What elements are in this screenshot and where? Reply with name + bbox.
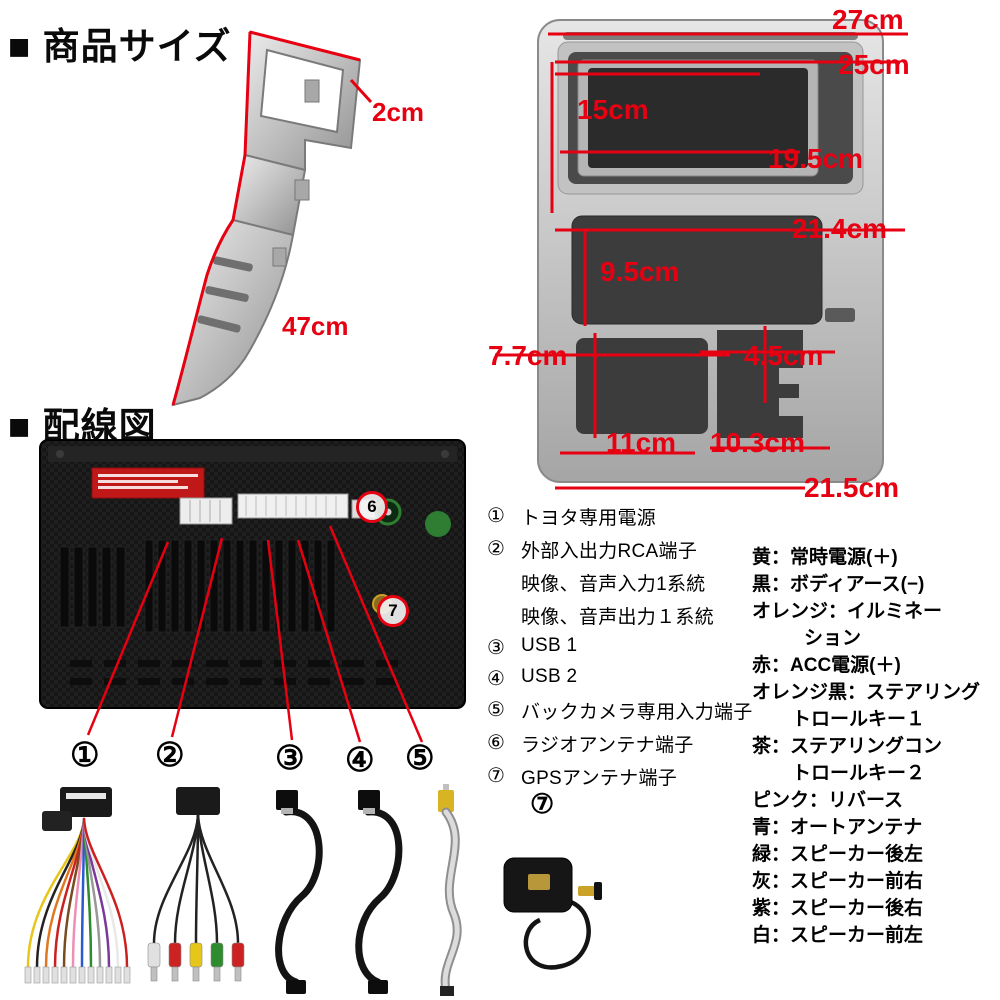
gps-antenna-photo (478, 838, 608, 998)
rca-harness-photo (142, 785, 250, 998)
dimension-lines (495, 32, 908, 490)
legend-line: オレンジ黒：ステアリング (752, 682, 981, 703)
power-connector (179, 497, 233, 525)
wire-color-legend: 黄：常時電源(＋) 黒：ボディアース(−) オレンジ：イルミネー ション 赤：A… (752, 544, 1000, 949)
legend-line: 茶：ステアリングコン (752, 736, 943, 757)
antenna-cable-photo (412, 782, 490, 998)
legend-line: トロールキー２ (792, 763, 926, 784)
radio-jack-badge: 6 (356, 491, 388, 523)
list-item: 映像、音声出力１系統 (521, 607, 715, 628)
size-section-title: ■ 商品サイズ (8, 26, 232, 67)
callout-4: ④ (345, 741, 375, 778)
panel-front-view-photo (485, 8, 915, 503)
legend-line: オレンジ：イルミネー (752, 601, 943, 622)
power-harness-photo (22, 785, 140, 998)
dim-side-edge: 2cm (372, 97, 425, 127)
dim-inner-width: 25cm (838, 49, 910, 80)
legend-line: トロールキー１ (792, 709, 926, 730)
legend-line: ション (804, 628, 862, 649)
legend-line: 灰：スピーカー前右 (752, 871, 924, 892)
dim-lower-left-height: 7.7cm (488, 340, 568, 371)
dim-screen-width: 15cm (577, 94, 649, 125)
gps-photo-number: ⑦ (530, 789, 555, 819)
dim-mid-width: 21.4cm (792, 213, 887, 244)
dim-side-length: 47cm (282, 311, 349, 341)
green-sticker (425, 511, 451, 537)
list-item: 映像、音声入力1系統 (521, 574, 706, 595)
callout-1: ① (70, 736, 100, 773)
dim-bottom-width: 21.5cm (804, 472, 899, 503)
legend-line: 赤：ACC電源(＋) (752, 655, 901, 676)
dim-mid-height: 9.5cm (600, 256, 680, 287)
usb-cable-2-photo (336, 788, 414, 998)
callout-3: ③ (275, 739, 305, 776)
legend-line: 黄：常時電源(＋) (752, 547, 898, 568)
dim-lower-left-width: 11cm (606, 427, 677, 458)
heatsink-fins (144, 539, 336, 633)
legend-line: ピンク：リバース (752, 790, 904, 811)
legend-line: 緑：スピーカー後左 (752, 844, 924, 865)
usb-cable-1-photo (256, 788, 334, 998)
head-unit-rear-photo (30, 432, 480, 722)
panel-side-view-photo (155, 20, 375, 415)
callout-5: ⑤ (405, 739, 435, 776)
rca-connector (237, 493, 349, 519)
dim-screen-diag: 19.5cm (768, 143, 863, 174)
legend-line: 青：オートアンテナ (752, 817, 923, 838)
legend-line: 紫：スピーカー後右 (752, 898, 924, 919)
legend-line: 黒：ボディアース(−) (752, 574, 925, 595)
dim-shift-height: 4.5cm (744, 340, 824, 371)
legend-line: 白：スピーカー前左 (752, 925, 924, 946)
gps-jack-badge: 7 (377, 595, 409, 627)
callout-2: ② (155, 736, 185, 773)
dim-outer-width: 27cm (832, 4, 904, 35)
dim-shift-width: 10.3cm (710, 427, 805, 458)
